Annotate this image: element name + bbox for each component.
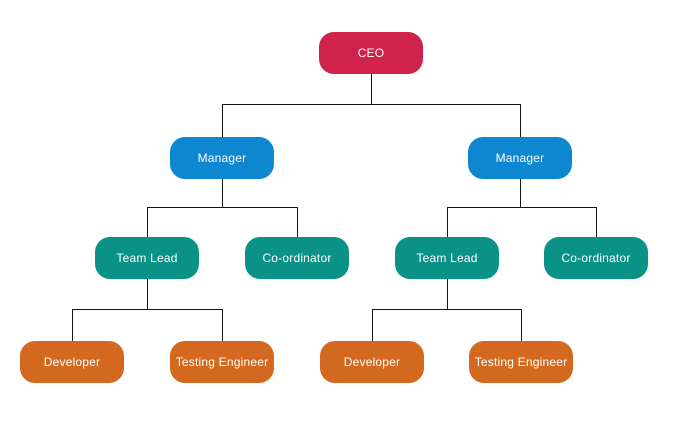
node-manager-left[interactable]: Manager — [170, 137, 274, 179]
node-coordinator-right[interactable]: Co-ordinator — [544, 237, 648, 279]
connector-team-lead-left-drop — [147, 207, 148, 238]
connector-ceo-stem — [371, 74, 372, 104]
node-manager-left-label: Manager — [197, 151, 247, 165]
node-testing-engineer-right[interactable]: Testing Engineer — [469, 341, 573, 383]
connector-coordinator-right-drop — [596, 207, 597, 238]
node-developer-left[interactable]: Developer — [20, 341, 124, 383]
connector-developer-left-drop — [72, 309, 73, 341]
node-team-lead-left-label: Team Lead — [116, 251, 178, 265]
node-manager-right[interactable]: Manager — [468, 137, 572, 179]
connector-manager-right-stem — [520, 179, 521, 207]
node-team-lead-right-label: Team Lead — [416, 251, 478, 265]
connector-team-lead-right-drop — [447, 207, 448, 238]
node-team-lead-left[interactable]: Team Lead — [95, 237, 199, 279]
node-coordinator-left-label: Co-ordinator — [262, 251, 332, 265]
connector-level2-right-bar — [447, 207, 597, 208]
node-testing-engineer-right-label: Testing Engineer — [474, 355, 568, 369]
node-team-lead-right[interactable]: Team Lead — [395, 237, 499, 279]
node-coordinator-left[interactable]: Co-ordinator — [245, 237, 349, 279]
connector-level1-bar — [222, 104, 521, 105]
node-manager-right-label: Manager — [495, 151, 545, 165]
node-ceo-label: CEO — [357, 46, 385, 60]
connector-manager-right-drop — [520, 104, 521, 138]
node-ceo[interactable]: CEO — [319, 32, 423, 74]
node-developer-right-label: Developer — [343, 355, 401, 369]
connector-team-lead-right-stem — [447, 279, 448, 309]
connector-manager-left-drop — [222, 104, 223, 138]
connector-developer-right-drop — [372, 309, 373, 341]
connector-level2-left-bar — [147, 207, 298, 208]
connector-coordinator-left-drop — [297, 207, 298, 238]
connector-testing-engineer-right-drop — [521, 309, 522, 341]
node-testing-engineer-left[interactable]: Testing Engineer — [170, 341, 274, 383]
connector-level3-left-bar — [72, 309, 223, 310]
connector-team-lead-left-stem — [147, 279, 148, 309]
connector-testing-engineer-left-drop — [222, 309, 223, 341]
connector-manager-left-stem — [222, 179, 223, 207]
node-testing-engineer-left-label: Testing Engineer — [175, 355, 269, 369]
node-developer-left-label: Developer — [43, 355, 101, 369]
connector-level3-right-bar — [372, 309, 522, 310]
node-developer-right[interactable]: Developer — [320, 341, 424, 383]
node-coordinator-right-label: Co-ordinator — [561, 251, 631, 265]
